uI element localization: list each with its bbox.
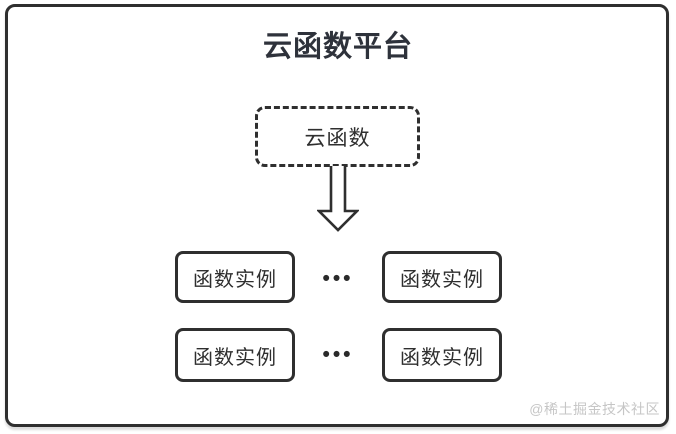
cloud-function-label: 云函数: [304, 126, 371, 150]
cloud-function-node: 云函数: [255, 106, 420, 167]
down-arrow-icon: [315, 166, 361, 232]
function-instance-label: 函数实例: [193, 346, 277, 369]
page-title: 云函数平台: [262, 31, 413, 63]
function-instance-label: 函数实例: [400, 268, 484, 291]
function-instance-node: 函数实例: [382, 251, 502, 303]
function-instance-node: 函数实例: [175, 328, 295, 382]
function-instance-node: 函数实例: [175, 251, 295, 303]
watermark: @稀土掘金技术社区: [529, 401, 660, 417]
ellipsis-dots: •••: [322, 267, 354, 290]
function-instance-label: 函数实例: [193, 268, 277, 291]
ellipsis-dots: •••: [322, 343, 354, 366]
function-instance-node: 函数实例: [382, 328, 502, 382]
function-instance-label: 函数实例: [400, 346, 484, 369]
